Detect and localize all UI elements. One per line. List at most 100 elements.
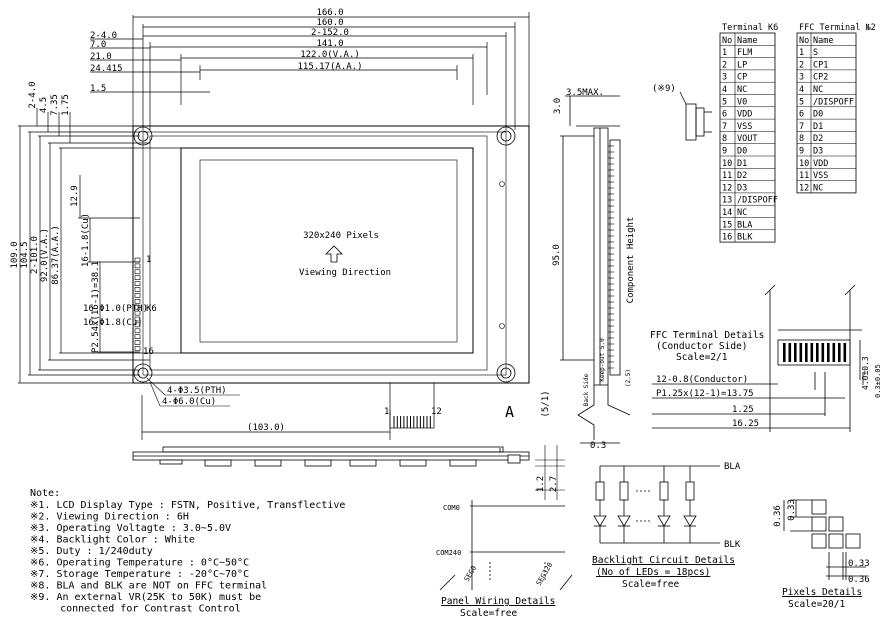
mounting-hole-br	[500, 367, 512, 379]
k6-cell-name: CP	[737, 73, 747, 83]
ffc-cell-no: 8	[799, 134, 804, 144]
bottom-2-7: 2.7	[549, 476, 559, 492]
ffc-detail-title: FFC Terminal Details	[650, 330, 764, 341]
ffc-cell-no: 5	[799, 97, 804, 107]
ffc-conductor	[783, 343, 786, 362]
k6-cell-no: 9	[722, 147, 727, 157]
note-item: connected for Contrast Control	[30, 604, 241, 615]
dim-v-4-5: 4.5	[39, 97, 49, 113]
panel-wiring-title: Panel Wiring Details	[441, 596, 555, 607]
section-a-label: A	[505, 403, 514, 421]
k6-pad	[134, 298, 141, 304]
k6-pad	[134, 346, 141, 351]
note-item: ※4. Backlight Color : White	[30, 535, 195, 546]
bottom-chip	[254, 459, 282, 467]
ffc-cell-no: 2	[799, 60, 804, 70]
k6-cell-no: 6	[722, 110, 727, 120]
side-2-5: (2.5)	[625, 369, 632, 387]
ffc-connector-icon	[679, 91, 712, 141]
note-item: ※1. LCD Display Type : FSTN, Positive, T…	[30, 500, 345, 511]
k6-cell-name: BLA	[737, 220, 752, 230]
ffc-conductor	[794, 343, 797, 362]
note-item: ※7. Storage Temperature : -20°C~70°C	[30, 569, 249, 580]
bottom-chip	[204, 459, 232, 467]
backlight-title: Backlight Circuit Details	[592, 555, 735, 566]
dim-v-2-4: 2-4.0	[28, 81, 38, 108]
dim-hole-pitch: 2-152.0	[311, 28, 349, 38]
bottom-chip	[507, 454, 521, 464]
ffc-cell-name: D0	[813, 110, 823, 120]
backlight-circuit-drawing	[593, 465, 720, 544]
bottom-chip	[304, 459, 332, 467]
pixels-title: Pixels Details	[782, 587, 862, 598]
bottom-chip	[449, 459, 477, 467]
ffc-cell-name: NC	[813, 85, 823, 95]
dim-2-4: 2-4.0	[90, 31, 117, 41]
cu-callout: 4-Φ6.0(Cu)	[162, 397, 216, 407]
bottom-view	[132, 446, 530, 461]
ffc-cell-no: 10	[799, 159, 809, 169]
ffc-cell-name: VSS	[813, 171, 828, 181]
k6-pad	[134, 340, 141, 345]
bottom-view-chips	[159, 454, 521, 467]
k6-cell-name: D0	[737, 147, 747, 157]
ffc-pitch-dim: P1.25x(12-1)=13.75	[656, 389, 754, 399]
clip-hole-2	[499, 323, 505, 329]
vr-note-ref: (※9)	[652, 84, 676, 94]
k6-pad	[134, 293, 141, 298]
note-item: ※2. Viewing Direction : 6H	[30, 512, 189, 523]
bottom-view-dimlines	[535, 445, 565, 500]
back-side-label: Back Side	[583, 373, 590, 406]
ffc-conductor	[805, 343, 808, 362]
viewing-area	[180, 147, 474, 354]
k6-cell-name: NC	[737, 85, 747, 95]
k6-pad	[134, 334, 141, 340]
k6-border	[719, 32, 776, 243]
k6-title: Terminal K6	[722, 23, 778, 33]
k6-cell-name: BLK	[737, 233, 753, 243]
dim-v-1-75: 1.75	[61, 94, 71, 116]
mounting-hole-tl	[137, 130, 149, 142]
side-view	[560, 95, 631, 444]
pth-callout: 4-Φ3.5(PTH)	[167, 386, 227, 396]
k6-cell-no: 2	[722, 60, 727, 70]
ffc-conductor	[838, 343, 841, 362]
left-dimension-texts: 109.0 104.5 2-101.0 92.0(V.A.) 86.37(A.A…	[10, 81, 148, 353]
top-dimension-texts: 166.0 160.0 2-152.0 141.0 122.0(V.A.) 11…	[90, 8, 363, 94]
ffc-conductor-dim: 12-0.8(Conductor)	[656, 375, 748, 385]
ffc-cell-no: 3	[799, 73, 804, 83]
ffc-cell-name: CP1	[813, 60, 828, 70]
mounting-pad-bl	[133, 363, 153, 383]
k6-cell-name: D2	[737, 171, 747, 181]
notes-title: Note:	[30, 488, 60, 499]
dim-1-5: 1.5	[90, 84, 106, 94]
ffc-cell-name: D2	[813, 134, 823, 144]
pixel-size-h: 0.33	[848, 559, 870, 569]
k6-cell-name: V0	[737, 97, 747, 107]
note-item: ※3. Operating Voltagte : 3.0~5.0V	[30, 523, 231, 534]
side-95: 95.0	[552, 244, 562, 266]
bla-label: BLA	[724, 462, 741, 472]
dim-v-12-9: 12.9	[70, 185, 80, 207]
pixel-pitch-h: 0.36	[848, 575, 870, 585]
pixel-resolution: 320x240 Pixels	[303, 231, 379, 241]
dim-hole-pitch-v: 2-101.0	[30, 236, 40, 274]
k6-pad	[134, 257, 141, 263]
dim-pin-pitch: P2.54x(16-1)=38.1	[91, 261, 101, 353]
dim-7: 7.0	[90, 40, 106, 50]
dim-v-7-35: 7.35	[50, 94, 60, 116]
com0-label: COM0	[443, 504, 460, 512]
ffc-conductor	[843, 343, 847, 362]
module-front-view	[132, 125, 530, 384]
ffc-cell-name: NC	[813, 183, 823, 193]
ffc-cell-name: VDD	[813, 159, 828, 169]
k6-cell-no: 13	[722, 196, 732, 206]
side-view-components	[608, 145, 614, 369]
ffc-cell-no: 7	[799, 122, 804, 132]
bottom-1-2: 1.2	[536, 476, 546, 492]
k6-cell-no: 15	[722, 220, 732, 230]
dim-141: 141.0	[316, 39, 343, 49]
ffc-border	[796, 32, 857, 194]
